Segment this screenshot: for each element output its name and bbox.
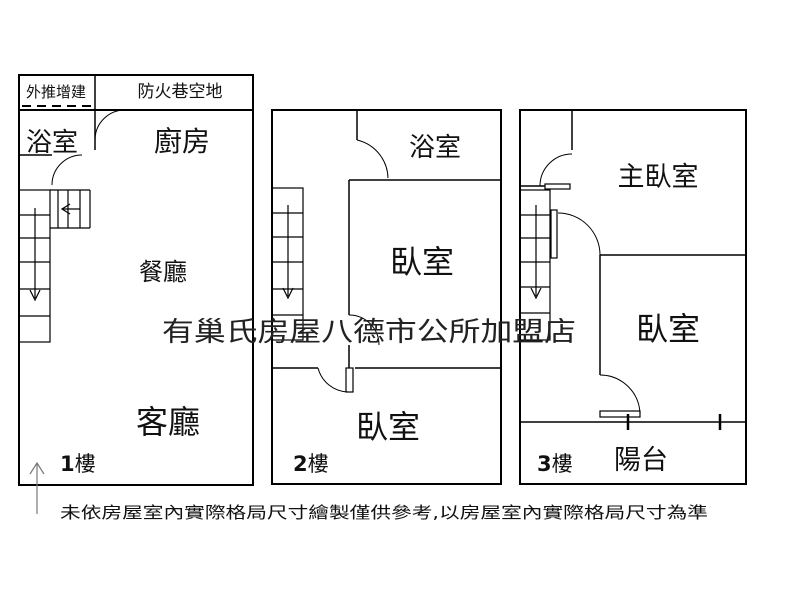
floor-suffix: 樓 — [75, 452, 96, 476]
room-label-master-bedroom: 主臥室 — [618, 162, 699, 193]
room-label-bedroom: 臥室 — [636, 310, 700, 348]
door-leaf — [599, 410, 641, 418]
door-swing-icon — [599, 374, 641, 414]
door-swing-icon — [317, 367, 349, 393]
door-swing-icon — [539, 153, 573, 187]
door-leaf — [544, 183, 571, 190]
floor-label-1: 1樓 — [60, 452, 96, 476]
door-leaf — [345, 367, 354, 393]
room-label-kitchen: 廚房 — [154, 125, 210, 158]
room-label-dining: 餐廳 — [139, 258, 187, 286]
door-swing-icon — [557, 212, 601, 256]
floor-number: 1 — [60, 452, 75, 476]
room-label-balcony: 陽台 — [614, 445, 668, 476]
staircase-icon — [519, 189, 551, 341]
floor-number: 3 — [537, 452, 552, 476]
floor-number: 2 — [293, 452, 308, 476]
floor-1-plan — [18, 74, 254, 486]
north-arrow-icon — [29, 461, 45, 514]
floor-suffix: 樓 — [552, 452, 573, 476]
floor-suffix: 樓 — [308, 452, 329, 476]
floor-1-labels: 外推增建 防火巷空地 浴室 廚房 餐廳 客廳 1樓 — [26, 82, 223, 476]
door-swing-icon — [356, 139, 389, 179]
room-label-bedroom: 臥室 — [390, 243, 454, 281]
floor-3-labels: 主臥室 臥室 陽台 3樓 — [537, 162, 700, 476]
room-label-bedroom: 臥室 — [356, 408, 420, 446]
floor-label-3: 3樓 — [537, 452, 573, 476]
door-swing-icon — [348, 314, 380, 346]
staircase-icon — [271, 187, 304, 341]
door-leaf — [550, 209, 558, 259]
staircase-icon — [18, 189, 91, 343]
room-label-living: 客廳 — [136, 403, 200, 441]
floor-label-2: 2樓 — [293, 452, 329, 476]
disclaimer-text: 未依房屋室內實際格局尺寸繪製僅供參考,以房屋室內實際格局尺寸為準 — [60, 503, 708, 522]
floor-2-labels: 浴室 臥室 臥室 2樓 — [293, 133, 461, 476]
room-label-annex: 外推增建 — [26, 83, 86, 101]
door-swing-icon — [51, 154, 83, 186]
floor-3-plan — [519, 109, 747, 485]
door-swing-icon — [94, 109, 126, 141]
room-label-bath: 浴室 — [409, 133, 461, 163]
watermark-text: 有巢氏房屋八德市公所加盟店 — [162, 317, 576, 348]
floor-2-plan — [271, 109, 502, 485]
room-label-alley: 防火巷空地 — [138, 82, 223, 102]
room-label-bath: 浴室 — [26, 128, 78, 158]
